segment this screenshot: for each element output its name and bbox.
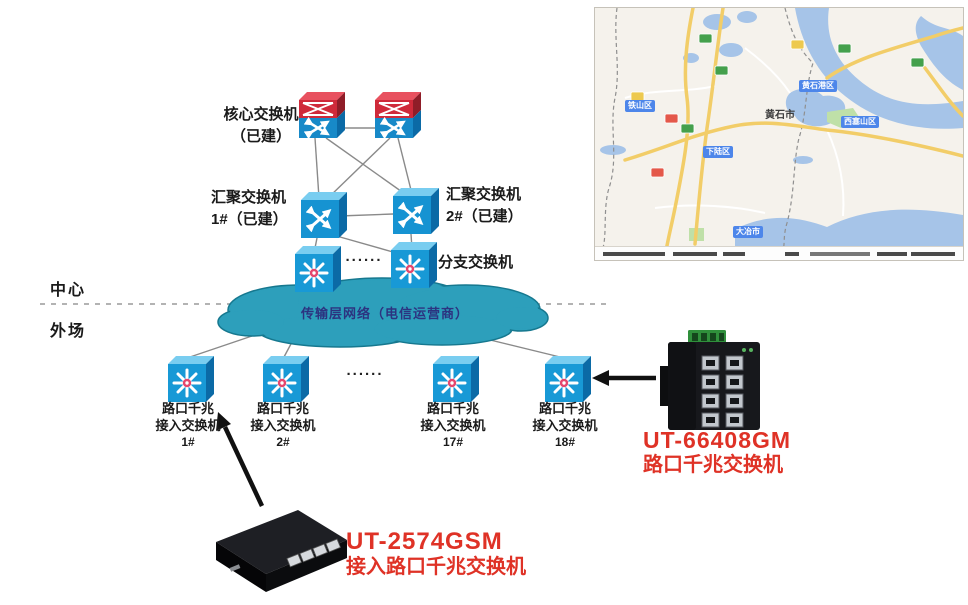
map-route-badges	[630, 33, 925, 178]
product-ut2574gsm-photo	[216, 510, 347, 592]
access-switch-17-icon	[431, 354, 481, 404]
access-switch-2-icon	[261, 354, 311, 404]
core-switch-label-line2: （已建）	[230, 128, 291, 145]
product-ut66408gm-model: UT-66408GM	[643, 427, 792, 453]
product-ut66408gm-caption: UT-66408GM 路口千兆交换机	[643, 427, 792, 476]
aggregation-switch-1-icon	[301, 192, 347, 238]
core-switch-2-icon	[375, 92, 421, 138]
access-switch-17-label: 路口千兆 接入交换机 17#	[420, 401, 486, 449]
map-minor-roads	[624, 47, 845, 217]
transport-network-cloud	[217, 277, 549, 348]
access-ellipsis: ......	[346, 362, 384, 379]
access-switch-1-icon	[166, 354, 216, 404]
map-panel: 铁山区 下陆区 黄石港区 西塞山区 大冶市 黄石市	[594, 7, 964, 261]
callout-arrows	[216, 370, 656, 507]
access-switch-18-label: 路口千兆 接入交换机 18#	[532, 401, 598, 449]
map-drawing	[600, 8, 963, 259]
cloud-label: 传输层网络（电信运营商）	[300, 306, 469, 321]
product-ut66408gm-photo	[660, 330, 760, 430]
map-water	[600, 8, 963, 246]
core-switch-1-icon	[299, 92, 345, 138]
map-boundaries	[602, 8, 814, 252]
map-city-label: 黄石市	[765, 110, 795, 121]
map-district-pill: 黄石港区	[799, 80, 837, 92]
aggregation-switch-1-label: 汇聚交换机 1#（已建）	[211, 189, 288, 228]
map-major-roads	[623, 8, 963, 259]
map-district-pill: 西塞山区	[841, 116, 879, 128]
branch-switch-label: 分支交换机	[438, 254, 514, 271]
branch-switch-left-icon	[293, 244, 343, 294]
product-ut2574gsm-name: 接入路口千兆交换机	[346, 555, 526, 578]
access-switch-18-icon	[543, 354, 593, 404]
aggregation-switch-2-icon	[393, 188, 439, 234]
branch-switch-right-icon	[389, 240, 439, 290]
map-district-pill: 铁山区	[625, 100, 655, 112]
map-district-pill: 下陆区	[703, 146, 733, 158]
core-switch-label-line1: 核心交换机	[223, 106, 299, 123]
map-district-pill: 大冶市	[733, 226, 763, 238]
product-ut2574gsm-caption: UT-2574GSM 接入路口千兆交换机	[346, 528, 526, 578]
access-switch-1-label: 路口千兆 接入交换机 1#	[155, 401, 221, 449]
access-switch-2-label: 路口千兆 接入交换机 2#	[250, 401, 316, 449]
zone-field-label: 外场	[50, 323, 87, 340]
zone-center-label: 中心	[50, 282, 87, 299]
core-switch-label: 核心交换机 （已建）	[222, 104, 300, 148]
branch-ellipsis: ......	[345, 248, 383, 265]
map-attribution-bar	[595, 246, 963, 260]
product-ut66408gm-name: 路口千兆交换机	[643, 453, 783, 476]
aggregation-switch-2-label: 汇聚交换机 2#（已建）	[446, 186, 523, 225]
product-ut2574gsm-model: UT-2574GSM	[346, 528, 503, 555]
